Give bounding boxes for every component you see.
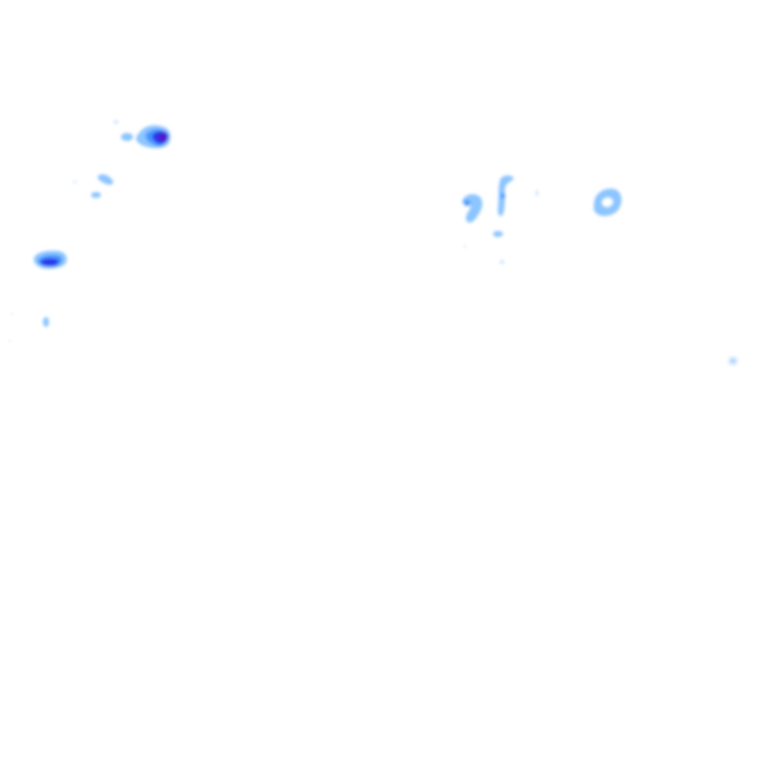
precipitation-cell-far-east	[729, 358, 737, 364]
precip-echo	[464, 244, 466, 248]
precip-echo	[113, 120, 119, 124]
precip-echo	[499, 260, 505, 264]
precipitation-cell-west	[9, 250, 67, 342]
precip-echo	[729, 358, 737, 364]
precip-echo	[40, 258, 59, 266]
precipitation-cell-upper-left	[73, 174, 114, 198]
precip-echo	[497, 175, 514, 216]
precip-echo	[462, 194, 483, 223]
precipitation-cell-east	[593, 188, 622, 216]
precip-echo	[501, 193, 505, 199]
precip-echo	[535, 190, 539, 196]
precip-echo	[91, 192, 101, 198]
precip-echo	[464, 200, 470, 206]
precip-echo	[97, 174, 114, 185]
precip-echo	[73, 180, 77, 184]
precip-echo	[9, 340, 11, 342]
precip-echo	[593, 188, 622, 216]
precip-echo	[43, 317, 49, 327]
precip-echo	[493, 231, 503, 237]
precipitation-cell-northwest	[113, 120, 171, 149]
precip-echo	[121, 133, 133, 141]
precip-echo	[158, 133, 168, 142]
precipitation-cell-central	[462, 175, 539, 264]
precip-echo	[10, 313, 14, 315]
